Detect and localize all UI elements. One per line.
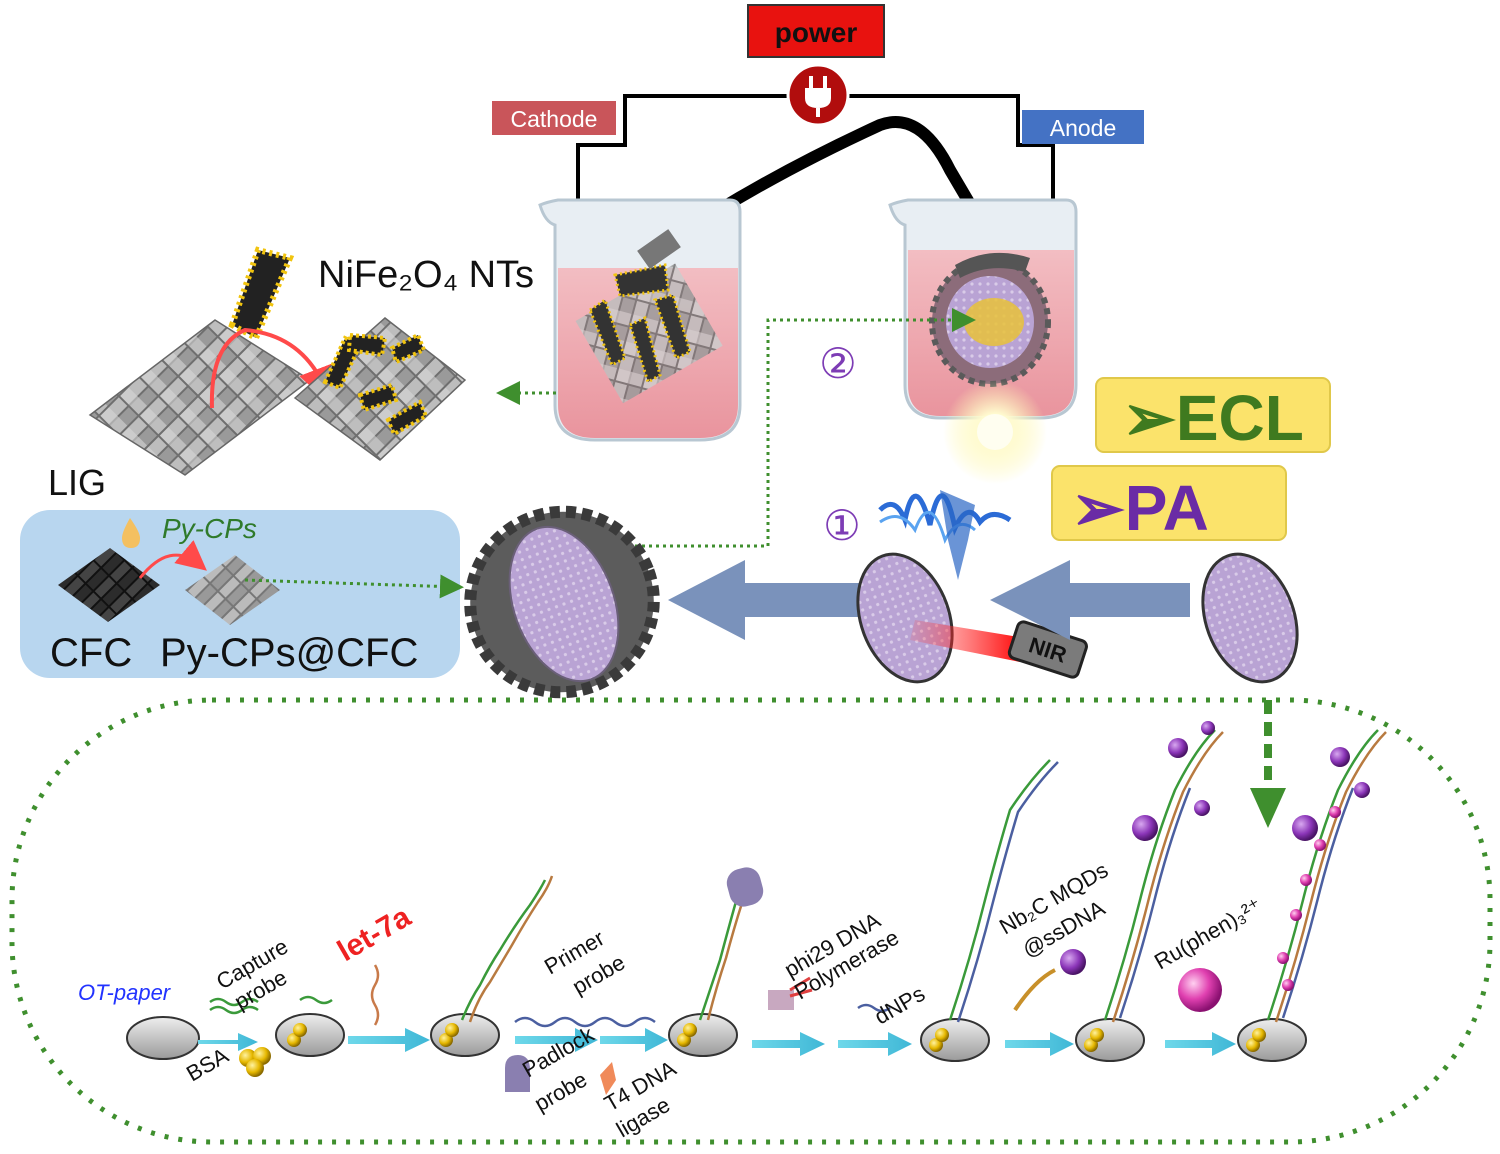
power-box: power — [747, 4, 885, 58]
electrode-nir — [856, 552, 1025, 684]
arrow-left-icon — [990, 560, 1190, 640]
ot-paper-label: OT-paper — [78, 980, 172, 1005]
dna-strands — [209, 729, 1387, 1028]
wave-icon — [878, 490, 1012, 580]
cathode-label: Cathode — [511, 106, 598, 132]
nanotube-large — [228, 246, 295, 343]
plug-icon — [786, 63, 850, 127]
dotted-arrow-electrode-to-anode — [600, 308, 976, 548]
arrow-down-icon — [1250, 700, 1286, 828]
ru-label: Ru(phen)₃²⁺ — [1150, 893, 1266, 974]
anode-beaker — [888, 198, 1078, 420]
pa-label: ➢PA — [1071, 472, 1209, 544]
purple-qds — [1060, 721, 1370, 975]
cathode-badge: Cathode — [492, 101, 616, 135]
pa-badge: ➢PA — [1051, 465, 1287, 544]
lig-label: LIG — [48, 462, 106, 503]
cfc-label: CFC — [50, 631, 132, 675]
nife2o4-label: NiFe₂O₄ NTs — [318, 254, 534, 296]
step-1-number: ① — [823, 502, 861, 549]
electrode-with-nife2o4 — [464, 505, 660, 699]
cathode-beaker — [538, 198, 742, 442]
arrow-left-icon — [668, 560, 860, 640]
py-cps-cfc-label: Py-CPs@CFC — [160, 631, 418, 675]
py-cps-cfc-mesh — [185, 555, 280, 625]
dnps-label: dNPs — [870, 981, 929, 1030]
lig-mesh — [88, 319, 312, 476]
nir-laser-icon: NIR — [1007, 620, 1088, 679]
cfc-mesh — [58, 548, 160, 622]
ecl-badge: ➢ECL — [1095, 377, 1331, 454]
bare-electrode — [1201, 552, 1299, 684]
let7a-label: let-7a — [332, 900, 417, 968]
enzymes — [505, 867, 813, 1095]
light-burst-icon — [943, 380, 1047, 484]
py-cps-label: Py-CPs — [162, 513, 257, 544]
dotted-arrow-cfc-to-electrode — [244, 574, 464, 599]
step-2-number: ② — [819, 340, 857, 387]
power-label: power — [775, 17, 858, 48]
ru-spheres — [1178, 806, 1341, 1012]
nanotubes-in-beaker — [588, 263, 692, 385]
nife2o4-on-lig — [293, 317, 467, 461]
ecl-label: ➢ECL — [1122, 382, 1304, 454]
anode-label: Anode — [1050, 115, 1117, 141]
gold-spheres — [239, 1023, 1266, 1077]
anode-badge: Anode — [1022, 110, 1144, 144]
workflow-discs — [126, 1013, 1307, 1062]
droplet-icon — [122, 518, 140, 548]
workflow-labels: OT-paper Capture probe BSA let-7a Primer… — [78, 857, 1266, 1142]
red-curved-arrow — [209, 327, 337, 409]
lig-electrode — [575, 263, 723, 404]
padlock-label: Padlock — [518, 1021, 599, 1082]
cfc-panel: Py-CPs CFC Py-CPs@CFC — [20, 510, 460, 678]
flow-arrows — [198, 1028, 1236, 1056]
